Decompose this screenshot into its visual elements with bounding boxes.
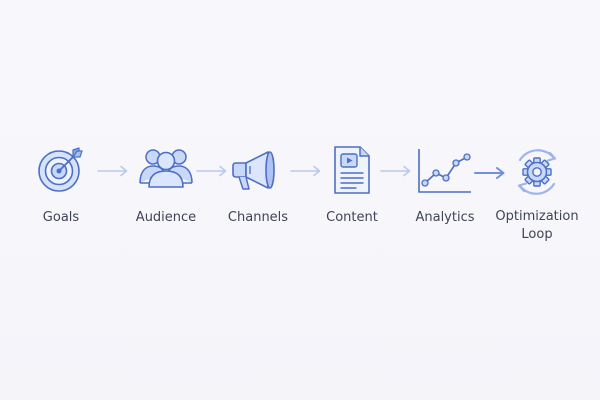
target-icon (38, 147, 83, 192)
step-label-analytics: Analytics (415, 210, 475, 225)
step-label-audience: Audience (135, 210, 197, 225)
step-label-content: Content (326, 210, 378, 225)
people-icon (139, 149, 193, 188)
document-video-icon (334, 146, 370, 194)
megaphone-icon (232, 151, 275, 190)
step-label-optimization-loop: Optimization Loop (495, 209, 579, 242)
step-analytics: Analytics (395, 145, 495, 225)
arrow-icon (290, 165, 321, 177)
step-label-channels: Channels (227, 210, 289, 225)
step-audience: Audience (116, 145, 216, 225)
line-chart-icon (418, 149, 471, 193)
step-goals: Goals (11, 145, 111, 225)
arrow-icon (97, 165, 128, 177)
gear-cycle-icon (517, 149, 557, 195)
step-optimization-loop: Optimization Loop (487, 146, 587, 242)
step-content: Content (302, 145, 402, 225)
arrow-icon (474, 167, 505, 179)
arrow-icon (196, 165, 227, 177)
step-channels: Channels (208, 145, 308, 225)
step-label-goals: Goals (42, 210, 80, 225)
arrow-icon (380, 165, 411, 177)
